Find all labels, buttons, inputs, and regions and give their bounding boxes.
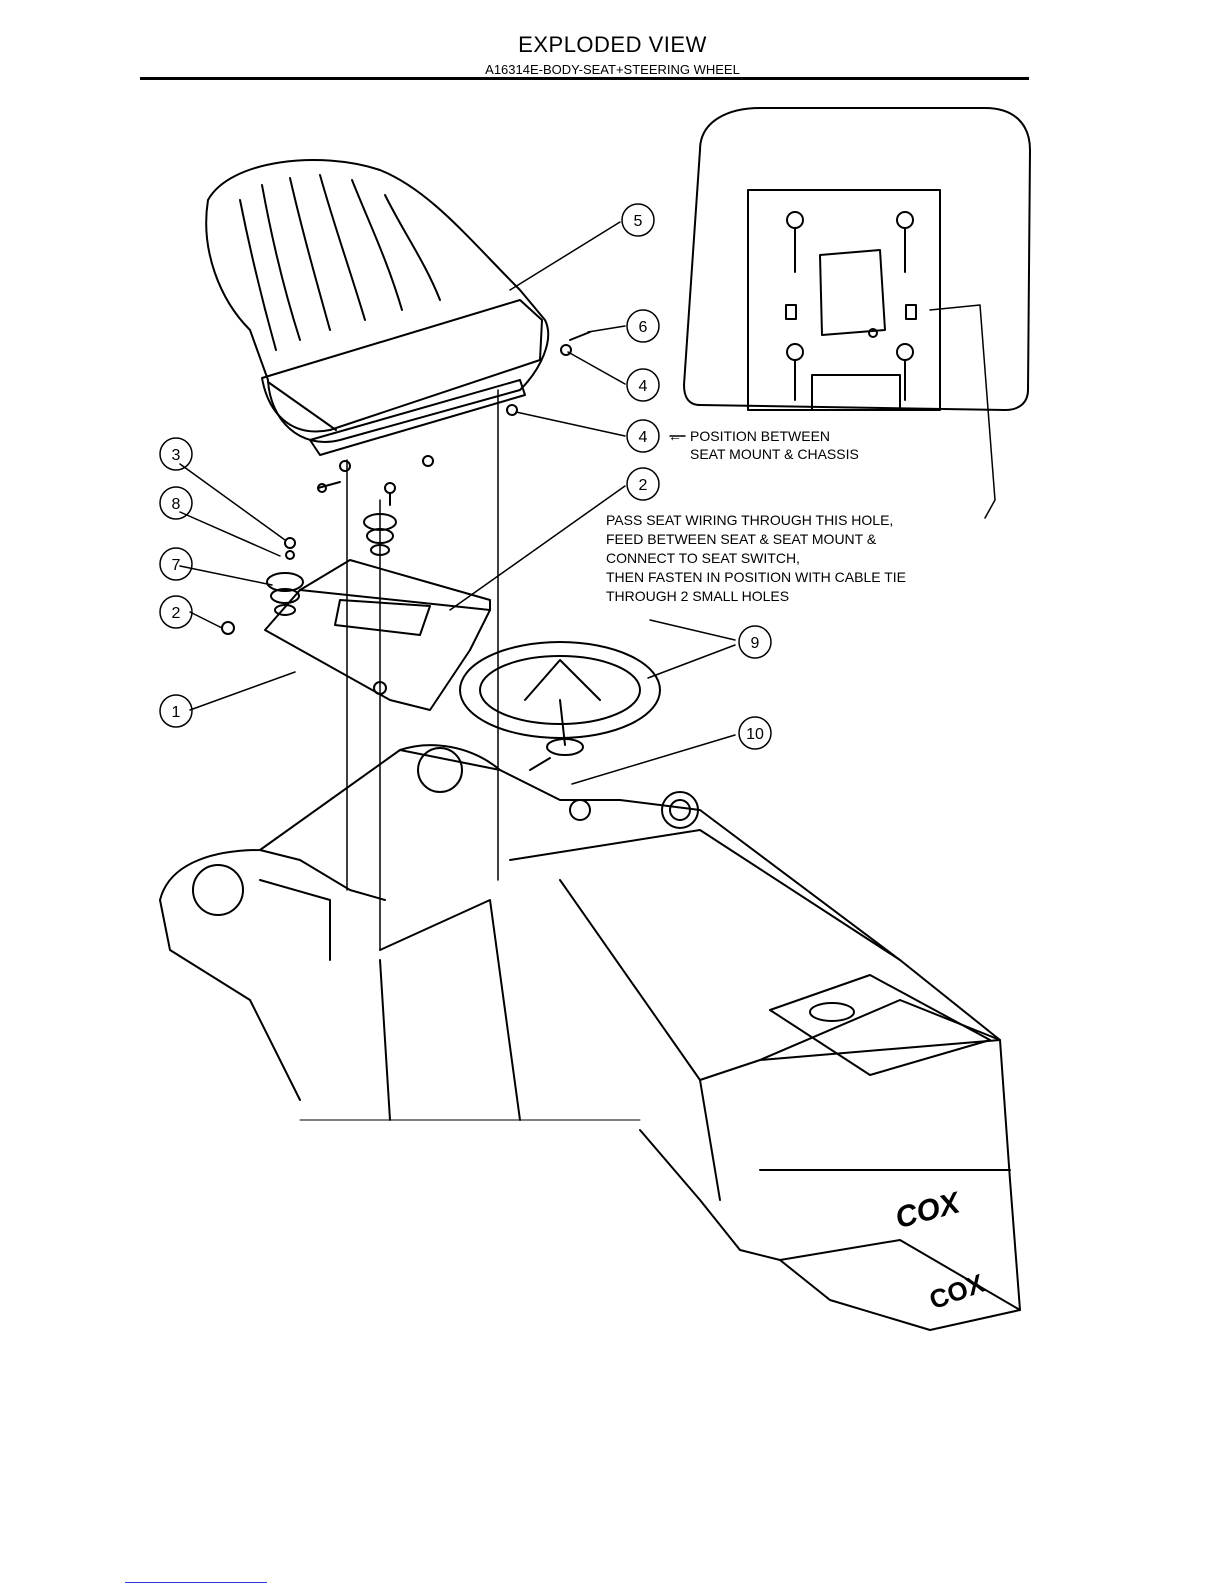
rubber-spring-mount [267,514,396,615]
wiring-note-line1: PASS SEAT WIRING THROUGH THIS HOLE, [606,511,893,530]
callout-2-right: 2 [639,477,648,494]
tractor-body [160,745,1020,1330]
position-note-line2: SEAT MOUNT & CHASSIS [690,445,859,464]
callout-5: 5 [634,213,643,230]
callout-8: 8 [172,496,181,513]
callout-2-left: 2 [172,605,181,622]
callout-7: 7 [172,557,181,574]
callout-9: 9 [751,635,760,652]
callout-6: 6 [639,319,648,336]
callout-1: 1 [172,704,181,721]
footer-underline [125,1582,267,1583]
assembly-guide-lines [347,390,498,950]
hardware [222,332,590,634]
wiring-note-line4: THEN FASTEN IN POSITION WITH CABLE TIE [606,568,906,587]
wiring-note-line5: THROUGH 2 SMALL HOLES [606,587,789,606]
position-note-arrow: ← [668,427,682,446]
seat-underside-inset [684,108,1030,410]
grille-cox-logo: COX [925,1268,989,1316]
callout-4-upper: 4 [639,378,648,395]
callout-bubbles [160,204,771,749]
leader-lines [180,222,995,784]
hood-cox-logo: COX [892,1186,965,1235]
callout-3: 3 [172,447,181,464]
callout-10: 10 [746,726,764,743]
wiring-note-line3: CONNECT TO SEAT SWITCH, [606,549,800,568]
wiring-note-line2: FEED BETWEEN SEAT & SEAT MOUNT & [606,530,876,549]
position-note-line1: POSITION BETWEEN [690,427,830,446]
seat [206,160,548,455]
callout-4-lower: 4 [639,429,648,446]
steering-wheel [460,642,660,770]
seat-mounting-bracket [265,560,490,710]
